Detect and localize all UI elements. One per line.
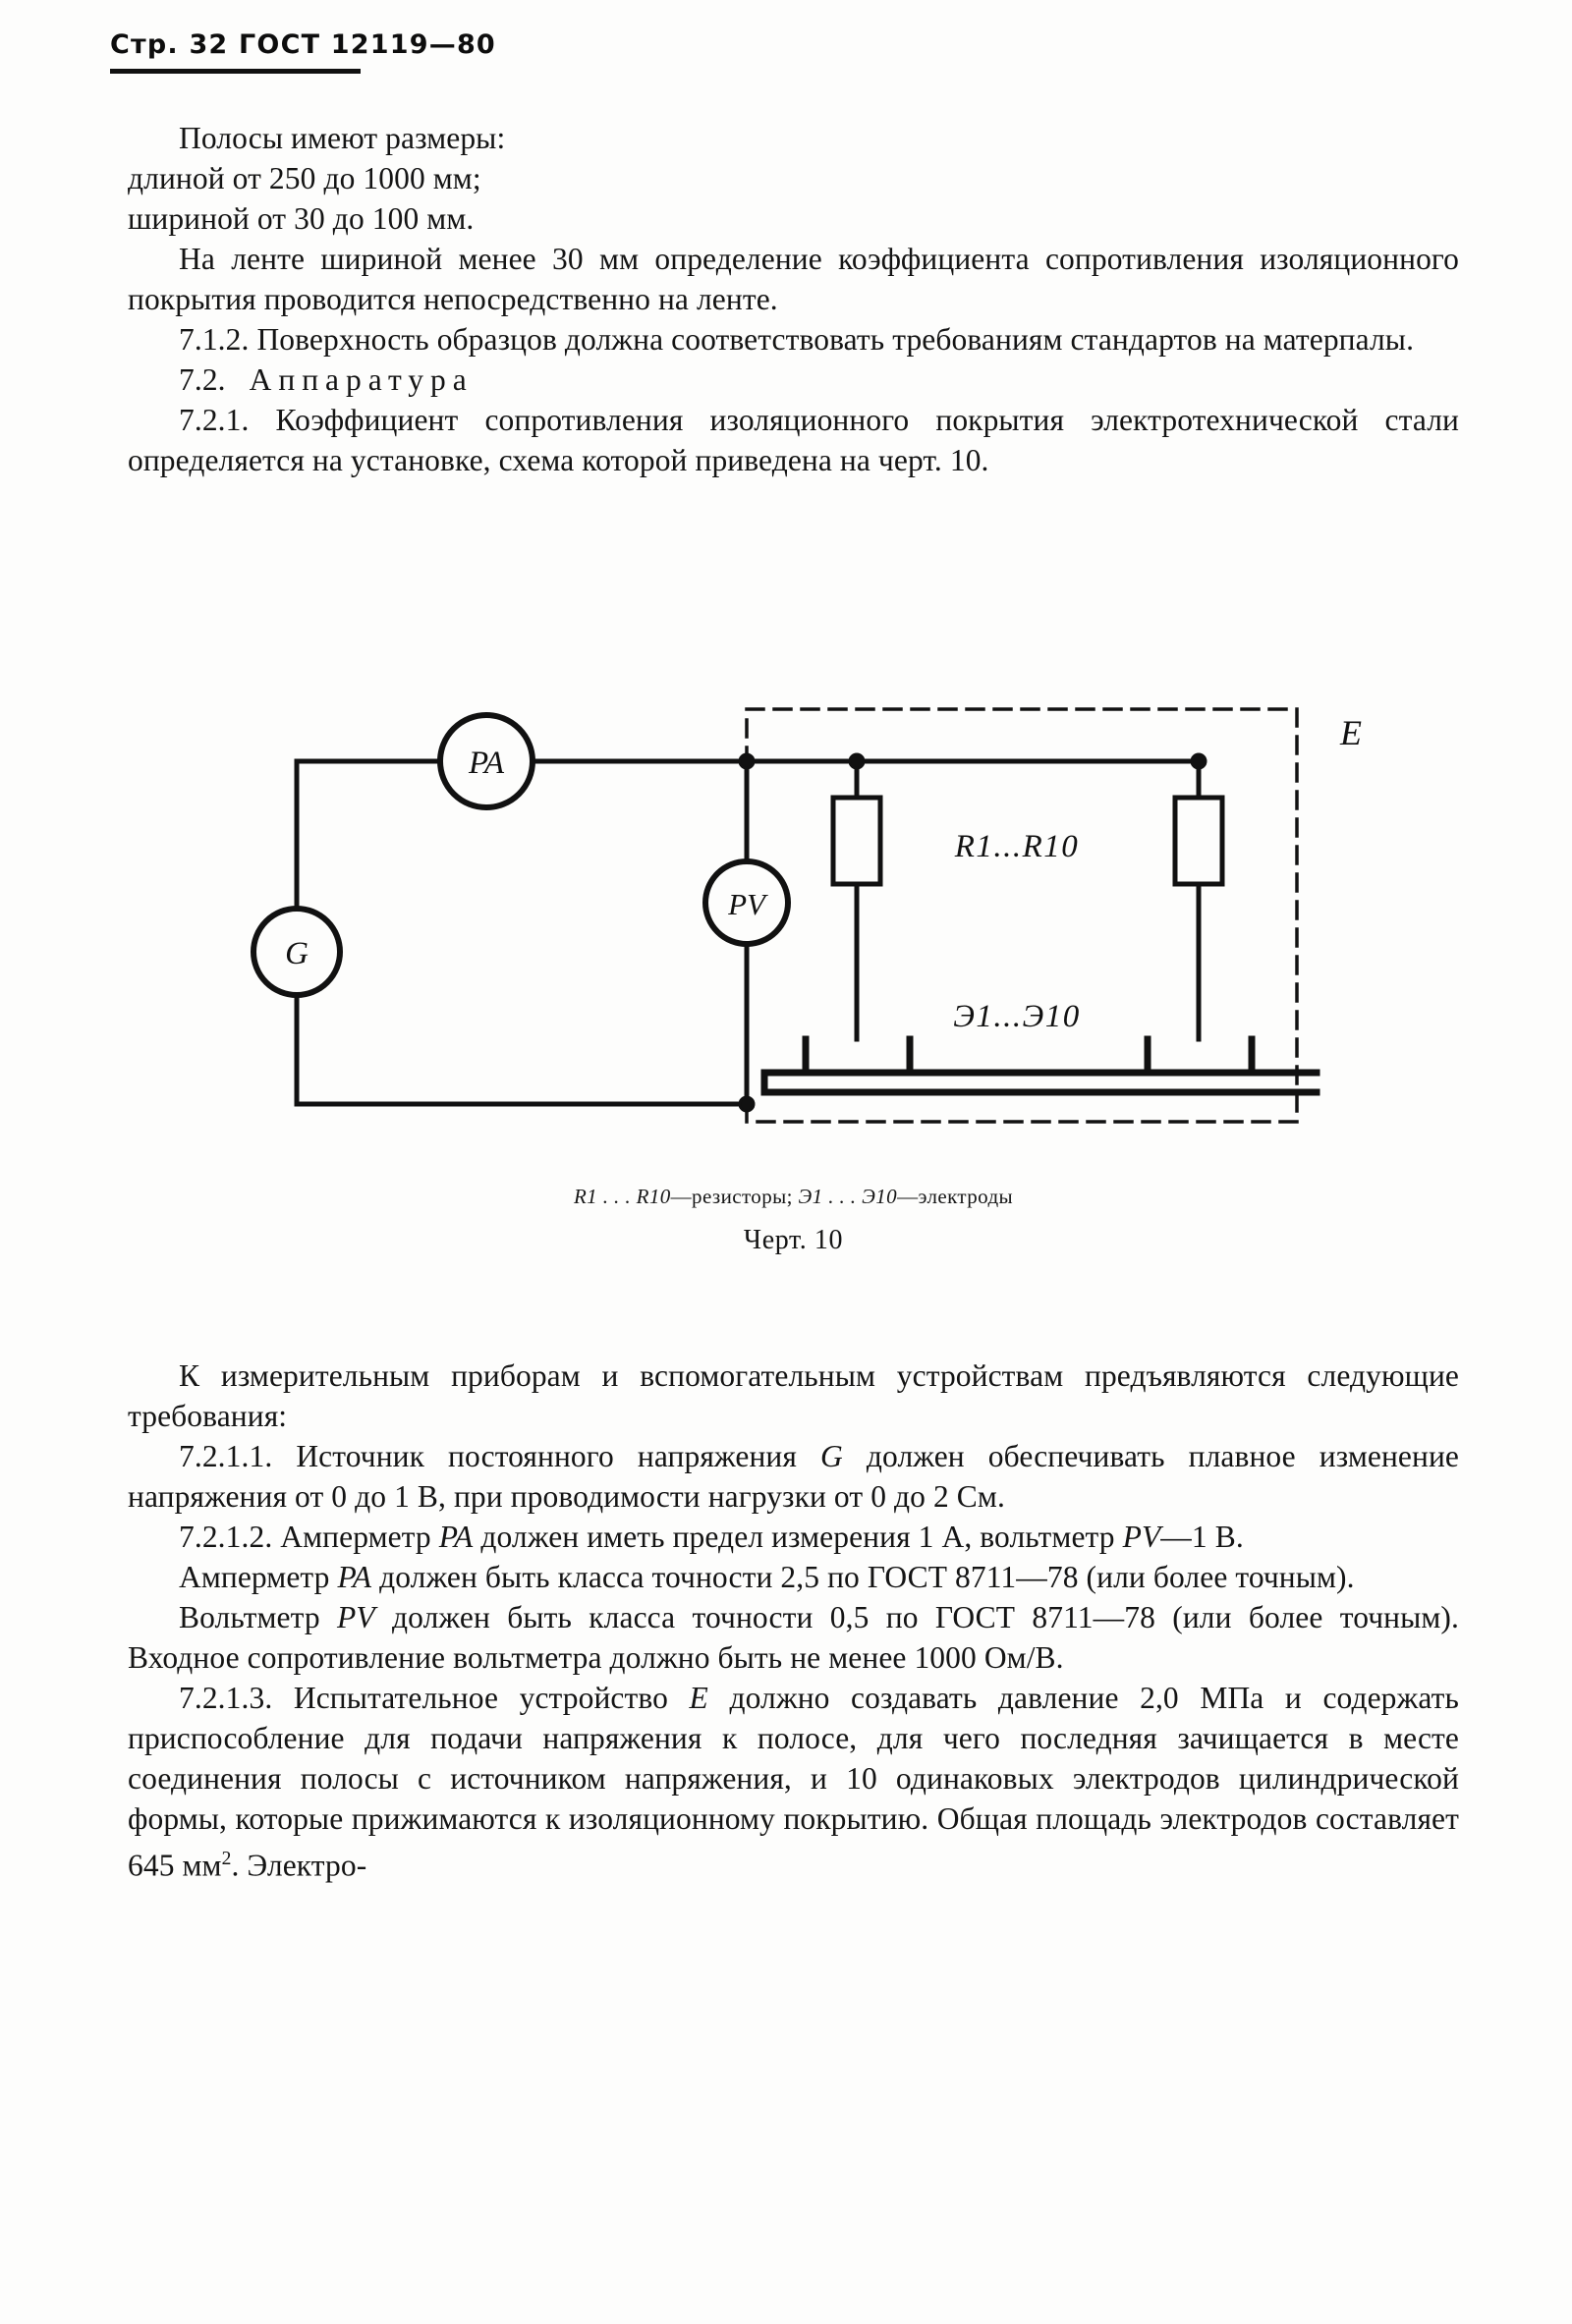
test-device-enclosure [745, 707, 1299, 1124]
paragraph-strip-length: длиной от 250 до 1000 мм; [128, 161, 481, 195]
junction-node-r1 [848, 752, 866, 770]
p7212-b: должен иметь предел измерения 1 А, вольт… [473, 1520, 1123, 1554]
voltage-source-symbol [251, 906, 343, 998]
paragraph-7-1-2: 7.1.2. Поверхность образцов должна соотв… [179, 322, 1415, 357]
symbol-pv-1: PV [1122, 1520, 1161, 1554]
paragraph-7-2-1: 7.2.1. Коэффициент сопротивления изоляци… [128, 403, 1459, 477]
electrode-10 [1144, 1035, 1256, 1077]
symbol-pa-2: PA [337, 1560, 372, 1594]
superscript-square: 2 [221, 1849, 232, 1869]
p7211-b: должен обеспечивать плавное изменение на… [128, 1439, 1459, 1514]
p7212-a: 7.2.1.2. Амперметр [179, 1520, 439, 1554]
paragraph-7-2-1-3: 7.2.1.3. Испытательное устройство E долж… [128, 1678, 1459, 1886]
ammeter-symbol [437, 712, 535, 810]
p-amm-b: должен быть класса точности 2,5 по ГОСТ … [371, 1560, 1355, 1594]
source-label: G [285, 936, 309, 971]
paragraph-requirements-intro: К измерительным приборам и вспомогательн… [128, 1358, 1459, 1433]
paragraph-voltmeter-accuracy: Вольтметр PV должен быть класса точности… [128, 1597, 1459, 1678]
resistors-label: R1...R10 [954, 829, 1080, 864]
electrodes-label: Э1...Э10 [953, 999, 1080, 1034]
p7211-a: 7.2.1.1. Источник постоянного напряжения [179, 1439, 820, 1473]
header-underline [110, 69, 361, 74]
symbol-pa-1: PA [438, 1520, 474, 1554]
symbol-e: E [689, 1681, 708, 1715]
paragraph-strip-sizes-intro: Полосы имеют размеры: [179, 121, 506, 155]
paragraph-ammeter-accuracy: Амперметр PA должен быть класса точности… [128, 1557, 1459, 1597]
ammeter-label: PA [468, 746, 505, 781]
specimen-strip-body [760, 1069, 1320, 1096]
symbol-g: G [819, 1439, 843, 1473]
figure-number: Черт. 10 [743, 1225, 844, 1255]
voltmeter-label: PV [727, 887, 768, 921]
paragraph-7-2-heading: 7.2. Аппаратура [128, 360, 1459, 400]
junction-node-r10 [1190, 752, 1207, 770]
legend-electrode-range: Э1 . . . Э10 [798, 1185, 898, 1208]
paragraph-strip-width: шириной от 30 до 100 мм. [128, 201, 475, 236]
voltmeter-symbol [702, 858, 791, 947]
p-amm-a: Амперметр [179, 1560, 338, 1594]
junction-node-voltmeter [738, 752, 756, 770]
p7213-a: 7.2.1.3. Испытательное устройство [179, 1681, 690, 1715]
legend-resistor-text: —резисторы; [670, 1185, 793, 1208]
circuit-diagram: PA G PV E R1...R10 Э1...Э10 [251, 707, 1362, 1124]
p-volt-a: Вольтметр [179, 1600, 338, 1634]
resistor-r10-body [1172, 795, 1225, 887]
paragraph-7-2-1-2: 7.2.1.2. Амперметр PA должен иметь преде… [128, 1517, 1459, 1557]
device-label: E [1339, 713, 1362, 752]
symbol-pv-2: PV [337, 1600, 375, 1634]
page-header-title: Стр. 32 ГОСТ 12119—80 [110, 29, 496, 60]
figure-legend: R1 . . . R10—резисторы; Э1 . . . Э10—эле… [128, 1185, 1459, 1209]
legend-electrode-text: —электроды [897, 1185, 1014, 1208]
body-text-lower: К измерительным приборам и вспомогательн… [128, 1356, 1459, 1886]
page-header: Стр. 32 ГОСТ 12119—80 [110, 29, 1466, 74]
section-number-7-2: 7.2. [179, 362, 226, 397]
p7212-c: —1 В. [1160, 1520, 1244, 1554]
section-title-apparatus: Аппаратура [249, 362, 474, 397]
figure-10: PA G PV E R1...R10 Э1...Э10 R1 . . . R10… [128, 688, 1459, 1256]
junction-node-bottom [738, 1095, 756, 1113]
electrode-1 [802, 1035, 914, 1077]
p7213-c: . Электро- [231, 1848, 367, 1883]
body-text-upper: Полосы имеют размеры: длиной от 250 до 1… [128, 118, 1459, 480]
legend-resistor-range: R1 . . . R10 [573, 1185, 671, 1208]
resistor-r1-body [830, 795, 883, 887]
p7213-b: должно создавать давление 2,0 МПа и соде… [128, 1681, 1459, 1883]
paragraph-7-2-1-1: 7.2.1.1. Источник постоянного напряжения… [128, 1436, 1459, 1517]
paragraph-narrow-tape: На ленте шириной менее 30 мм определение… [128, 242, 1459, 316]
p-volt-b: должен быть класса точности 0,5 по ГОСТ … [128, 1600, 1459, 1675]
